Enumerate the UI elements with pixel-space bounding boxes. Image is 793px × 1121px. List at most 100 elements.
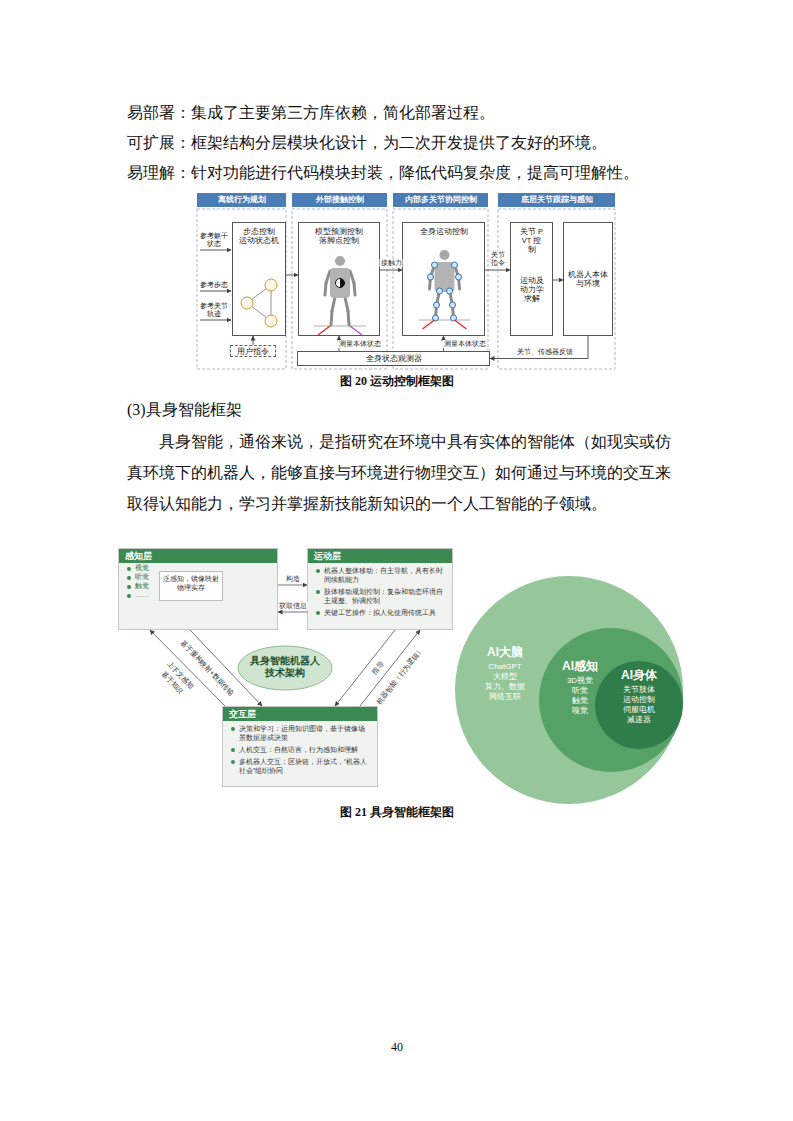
node-text: 网络互联	[470, 692, 540, 702]
ring-circle: AI大脑ChatGPT大模型算力、数据网络互联AI感知3D视觉听觉触觉嗅觉AI身…	[455, 576, 683, 804]
force-arrow	[318, 326, 330, 335]
force-arrow	[423, 320, 435, 329]
connector-arrow	[553, 280, 563, 281]
text-label: 具身智能，通俗来说，是指研究在环境中具有实体的智能体（如现实或仿真环境下的机器人…	[127, 426, 672, 519]
ring-circle: AI身体关节肢体运动控制伺服电机减速器	[595, 661, 683, 749]
joint-marker	[432, 262, 438, 268]
node-title: AI身体	[609, 667, 669, 683]
node-text: 运动及动力学求解	[519, 276, 545, 303]
connector-arrow	[278, 585, 307, 586]
edge-label: 构造	[285, 575, 301, 583]
state-circle	[265, 315, 277, 327]
center-ellipse: 具身智能机器人技术架构	[238, 646, 332, 690]
node-title: 模型预测控制	[315, 227, 363, 236]
page-number: 40	[347, 1040, 447, 1054]
node-title: 内部多关节协同控制	[393, 193, 488, 207]
text-label: 易理解：针对功能进行代码模块封装，降低代码复杂度，提高可理解性。	[127, 164, 747, 182]
node-title: 用户指令	[237, 347, 269, 356]
node-text: 触觉	[135, 582, 165, 590]
text-label: (3)具身智能框架	[127, 401, 627, 419]
node-text: 决策和学习：运用知识图谱，基于镜像场景数据形成决策	[239, 724, 371, 742]
robot-torso	[330, 268, 350, 298]
node-title: 机器人本体与环境	[567, 270, 609, 288]
node-title: 具身智能机器人技术架构	[250, 646, 320, 679]
node-text: 关键工艺操作：拟人化使用传统工具	[324, 608, 446, 617]
process-box: 步态控制运动状态机	[232, 222, 286, 336]
limb	[354, 283, 355, 295]
node-title: 离线行为规划	[197, 193, 286, 207]
node-title: 全身运动控制	[420, 227, 468, 236]
node-text: 运动状态机	[239, 236, 279, 245]
limb	[332, 297, 335, 311]
com-marker	[336, 279, 345, 288]
node-text: 伺服电机	[609, 705, 669, 715]
joint-marker	[456, 274, 462, 280]
robot-head	[335, 256, 345, 266]
node-text: ……	[135, 591, 165, 599]
joint-marker	[447, 288, 453, 294]
connector-arrow	[380, 270, 402, 271]
node-text: 肢体移动规划控制：复杂和动态环境自主规整、协调控制	[324, 587, 446, 605]
joint-marker	[452, 262, 458, 268]
limb	[350, 271, 354, 283]
input-arrow	[200, 320, 231, 321]
edge-label: 接触力	[380, 259, 403, 267]
node-title: 交互层	[223, 707, 377, 721]
joint-marker	[437, 288, 443, 294]
figure-caption: 图 21 具身智能框架图	[247, 805, 547, 819]
input-arrow	[200, 291, 231, 292]
text-label: 易部署：集成了主要第三方库依赖，简化部署过程。	[127, 104, 747, 122]
node-title: AI大脑	[470, 644, 540, 660]
circle-shape	[595, 661, 683, 749]
process-box: 模型预测控制落脚点控制	[298, 222, 380, 336]
layer-box: 感知层视觉听觉触觉……泛感知，镜像映射物理实存	[118, 548, 278, 630]
state-circle	[241, 297, 253, 309]
joint-marker	[434, 302, 440, 308]
node-text: 机器人整体移动：自主导航，具有长时间续航能力	[324, 566, 446, 584]
column-frame	[292, 209, 387, 369]
node-text: 听觉	[555, 686, 605, 696]
node-title: 底层关节跟踪与感知	[498, 193, 615, 207]
node-text: 算力、数据	[470, 682, 540, 692]
process-box: 关节 PVT 控制运动及动力学求解	[510, 222, 553, 336]
column-frame	[498, 209, 615, 369]
column-header: 离线行为规划	[197, 193, 286, 207]
edge-label: 测量本体状态	[443, 340, 487, 348]
node-title: 步态控制	[243, 227, 275, 236]
edge-label: 机器智能（行为逻辑）	[374, 645, 425, 706]
node-title: 泛感知，镜像映射物理实存	[163, 575, 219, 592]
ring-circle: AI感知3D视觉听觉触觉嗅觉AI身体关节肢体运动控制伺服电机减速器	[539, 628, 683, 772]
robot-head	[440, 250, 450, 260]
edge-label: 获取信息	[278, 602, 308, 610]
node-text: 听觉	[135, 573, 165, 581]
node-text: 触觉	[555, 696, 605, 706]
circle-shape	[539, 628, 683, 772]
node-title: 关节 PVT 控制	[519, 227, 545, 254]
node-title: 外部接触控制	[292, 193, 387, 207]
node-text: 大模型	[470, 672, 540, 682]
input-arrow	[200, 250, 231, 251]
limb	[345, 297, 348, 311]
node-text: 运动控制	[609, 695, 669, 705]
force-arrow	[455, 320, 467, 329]
layer-box: 交互层决策和学习：运用知识图谱，基于镜像场景数据形成决策人机交互：自然语言，行为…	[222, 706, 378, 787]
node-title: 感知层	[119, 549, 277, 563]
connector-arrow	[253, 336, 254, 345]
node-text: 减速器	[609, 715, 669, 725]
node-text: 视觉	[135, 564, 165, 572]
node-text: 嗅觉	[555, 706, 605, 716]
node-text: 多机器人交互：区块链，开放式，“机器人社会”组织协同	[239, 757, 371, 775]
node-text: 3D视觉	[555, 676, 605, 686]
process-box: 机器人本体与环境	[563, 222, 613, 336]
com-marker	[340, 279, 345, 288]
input-arrows	[200, 250, 231, 320]
process-box: 全身运动控制	[402, 222, 485, 336]
limb	[331, 311, 332, 325]
input-box: 用户指令	[230, 345, 276, 357]
force-arrow	[350, 326, 362, 335]
edge-label: 关节、传感器反馈	[516, 348, 574, 356]
connector-arrow	[490, 336, 588, 359]
ellipse-shape	[238, 646, 332, 690]
process-box: 全身状态观测器	[297, 351, 490, 366]
